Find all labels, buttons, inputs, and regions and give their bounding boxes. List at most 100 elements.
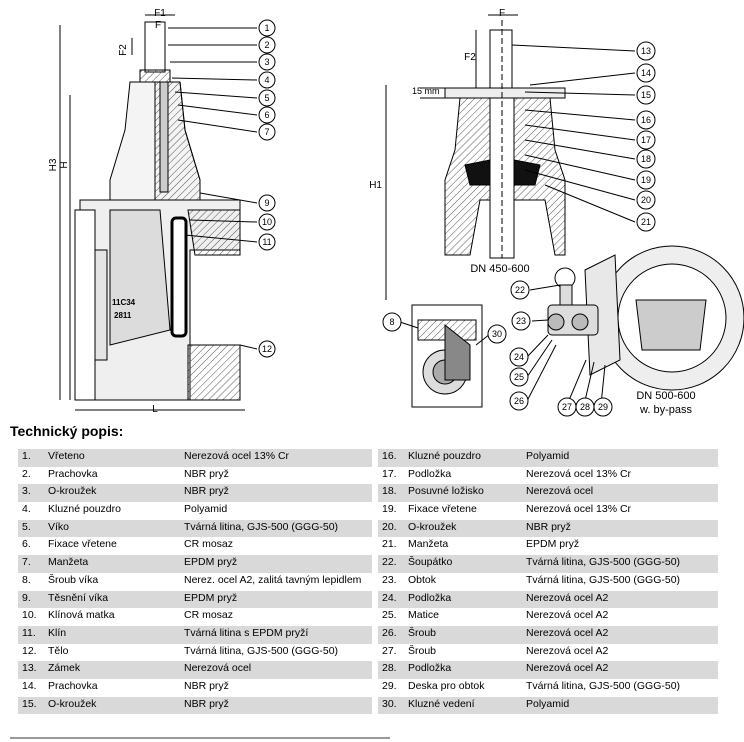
column-gap xyxy=(372,572,378,591)
casting-mark-2: 2811 xyxy=(114,311,132,320)
callout: 20 xyxy=(636,190,656,210)
column-gap xyxy=(372,625,378,644)
svg-text:20: 20 xyxy=(641,195,651,205)
callout: 13 xyxy=(636,41,656,61)
callout: 28 xyxy=(575,397,595,417)
callout: 16 xyxy=(636,110,656,130)
svg-text:1: 1 xyxy=(264,23,269,33)
part-name: Fixace vřetene xyxy=(48,538,117,551)
svg-text:14: 14 xyxy=(641,68,651,78)
part-material: Polyamid xyxy=(522,449,718,467)
svg-text:9: 9 xyxy=(264,198,269,208)
callout: 3 xyxy=(258,53,276,71)
part-number: 7. xyxy=(18,555,44,573)
column-gap xyxy=(372,537,378,556)
callouts-bypass: 22 23 24 25 26 27 28 29 xyxy=(509,280,613,417)
part-material: Tvárná litina, GJS-500 (GGG-50) xyxy=(180,519,372,538)
part-name: Tělo xyxy=(48,644,69,657)
part-material: NBR pryž xyxy=(180,484,372,503)
part-name: Víko xyxy=(44,519,180,538)
part-material: Nerezová ocel A2 xyxy=(522,590,718,609)
part-name: Podložka xyxy=(404,590,522,609)
part-number: 29. xyxy=(382,679,397,692)
part-name: Manžeta xyxy=(44,555,180,573)
footer-rule xyxy=(10,737,390,739)
casting-mark-1: 11C34 xyxy=(112,298,136,307)
column-gap xyxy=(372,502,378,520)
callout: 18 xyxy=(636,149,656,169)
part-name: Deska pro obtok xyxy=(408,679,485,692)
part-name: Kluzné pouzdro xyxy=(48,503,121,516)
part-number: 12. xyxy=(22,644,37,657)
column-gap xyxy=(372,555,378,573)
part-number: 13. xyxy=(18,661,44,679)
part-material: Tvárná litina, GJS-500 (GGG-50) xyxy=(526,679,681,692)
svg-text:28: 28 xyxy=(580,402,590,412)
dn450-detail-drawing xyxy=(385,14,636,300)
part-material: EPDM pryž xyxy=(526,538,580,551)
part-material: Nerezová ocel A2 xyxy=(526,644,609,657)
part-name: Fixace vřetene xyxy=(408,503,477,516)
part-name: O-kroužek xyxy=(44,696,180,715)
caption-dn500: DN 500-600 xyxy=(636,390,695,402)
part-number: 6. xyxy=(22,538,31,551)
part-number: 25. xyxy=(382,609,397,622)
part-name: O-kroužek xyxy=(404,519,522,538)
part-material: Tvárná litina, GJS-500 (GGG-50) xyxy=(184,644,339,657)
dim-f-right: F xyxy=(499,8,505,19)
svg-text:12: 12 xyxy=(262,344,272,354)
part-name: Kluzné vedení xyxy=(404,696,522,715)
part-number: 23. xyxy=(382,573,397,586)
part-name: Šroub xyxy=(404,625,522,644)
callouts-right: 13 14 15 16 17 18 19 20 21 xyxy=(636,41,656,232)
svg-text:21: 21 xyxy=(641,217,651,227)
part-material: Nerezová ocel 13% Cr xyxy=(526,467,632,480)
column-gap xyxy=(372,484,378,503)
callout: 29 xyxy=(593,397,613,417)
callout: 12 xyxy=(258,340,276,358)
callout: 2 xyxy=(258,36,276,54)
callout: 23 xyxy=(511,311,531,331)
part-material: NBR pryž xyxy=(522,519,718,538)
part-number: 30. xyxy=(378,696,404,715)
svg-text:7: 7 xyxy=(264,127,269,137)
svg-text:6: 6 xyxy=(264,110,269,120)
part-name: O-kroužek xyxy=(44,484,180,503)
part-name: Prachovka xyxy=(48,467,98,480)
dim-f1: F1 xyxy=(154,8,166,19)
part-material: NBR pryž xyxy=(180,696,372,715)
svg-text:15: 15 xyxy=(641,90,651,100)
part-name: Klín xyxy=(44,625,180,644)
part-number: 9. xyxy=(18,590,44,609)
part-name: Těsnění víka xyxy=(44,590,180,609)
part-number: 14. xyxy=(22,679,37,692)
svg-text:8: 8 xyxy=(389,317,394,327)
part-number: 11. xyxy=(18,625,44,644)
part-number: 22. xyxy=(378,555,404,573)
part-material: Nerezová ocel A2 xyxy=(522,661,718,679)
svg-text:17: 17 xyxy=(641,135,651,145)
dim-h: H xyxy=(59,161,70,168)
svg-text:18: 18 xyxy=(641,154,651,164)
part-material: Nerezová ocel A2 xyxy=(522,625,718,644)
dim-l: L xyxy=(152,404,158,415)
part-number: 2. xyxy=(22,467,31,480)
part-number: 16. xyxy=(378,449,404,467)
svg-text:25: 25 xyxy=(514,372,524,382)
part-number: 21. xyxy=(382,538,397,551)
part-material: CR mosaz xyxy=(184,538,234,551)
section-title: Technický popis: xyxy=(10,423,124,439)
part-material: Tvárná litina s EPDM pryží xyxy=(180,625,372,644)
part-number: 15. xyxy=(18,696,44,715)
part-number: 3. xyxy=(18,484,44,503)
part-material: Tvárná litina, GJS-500 (GGG-50) xyxy=(522,555,718,573)
